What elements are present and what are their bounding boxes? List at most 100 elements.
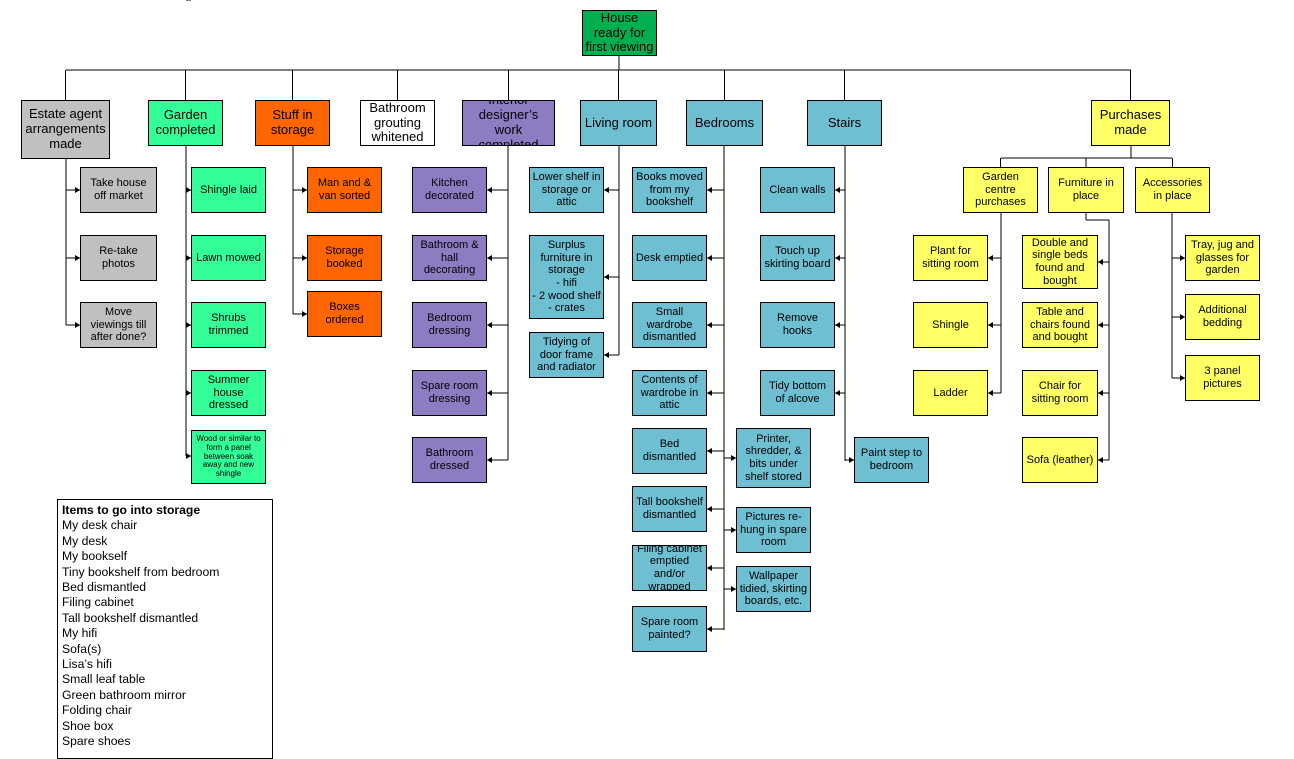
accessories-task: 3 panel pictures <box>1185 355 1260 401</box>
storage-list-item: Small leaf table <box>62 672 146 687</box>
storage-list-item: Tiny bookshelf from bedroom <box>62 564 220 579</box>
storage-list-item: Shoe box <box>62 718 114 733</box>
estate-task: Re-take photos <box>80 235 157 281</box>
branch-estate: Estate agent arrangements made <box>21 100 110 159</box>
bedrooms-task: Spare room painted? <box>632 606 707 652</box>
arrowhead <box>707 322 712 328</box>
garden-task: Summer house dressed <box>191 370 266 416</box>
bedrooms-side-task: Wallpaper tidied, skirting boards, etc. <box>736 566 811 612</box>
arrowhead <box>302 187 307 193</box>
storage-list-item: My hifi <box>62 626 98 641</box>
garden-task: Shingle laid <box>191 167 266 213</box>
arrowhead <box>75 255 80 261</box>
root-node: House ready for first viewing <box>582 10 657 56</box>
arrowhead <box>1180 255 1185 261</box>
arrowhead <box>707 187 712 193</box>
arrowhead <box>707 255 712 261</box>
interior-task: Bathroom dressed <box>412 437 487 483</box>
storage-task: Boxes ordered <box>307 291 382 337</box>
arrowhead <box>707 626 712 632</box>
storage-list-item: Tall bookshelf dismantled <box>62 610 199 625</box>
arrowhead <box>1098 259 1103 265</box>
living-task: Lower shelf in storage or attic <box>529 167 604 213</box>
branch-stairs: Stairs <box>807 100 882 146</box>
arrowhead <box>1180 314 1185 320</box>
garden-task: Wood or similar to form a panel between … <box>191 430 266 484</box>
storage-list-item: Green bathroom mirror <box>62 687 186 702</box>
storage-list-item: Lisa’s hifi <box>62 657 112 672</box>
interior-task: Bedroom dressing <box>412 302 487 348</box>
branch-garden: Garden completed <box>148 100 223 146</box>
storage-task: Storage booked <box>307 235 382 281</box>
purchases-sub-2: Accessories in place <box>1135 167 1210 213</box>
arrowhead <box>487 187 492 193</box>
bedrooms-task: Contents of wardrobe in attic <box>632 370 707 416</box>
furniture-task: Table and chairs found and bought <box>1022 302 1098 348</box>
arrowhead <box>988 322 993 328</box>
branch-bathroom: Bathroom grouting whitened <box>360 100 435 146</box>
bedrooms-task: Bed dismantled <box>632 428 707 474</box>
storage-list-item: My desk <box>62 533 108 548</box>
stairs-side-task: Paint step to bedroom <box>854 437 929 483</box>
storage-list-item: Folding chair <box>62 703 132 718</box>
estate-task: Take house off market <box>80 167 157 213</box>
arrowhead <box>849 457 854 463</box>
arrowhead <box>835 255 840 261</box>
arrowhead <box>302 255 307 261</box>
arrowhead <box>1098 390 1103 396</box>
storage-list-item: Filing cabinet <box>62 595 134 610</box>
furniture-task: Chair for sitting room <box>1022 370 1098 416</box>
arrowhead <box>1098 322 1103 328</box>
bedrooms-task: Filing cabinet emptied and/or wrapped <box>632 545 707 591</box>
arrowhead <box>487 390 492 396</box>
arrowhead <box>1180 375 1185 381</box>
arrowhead <box>988 255 993 261</box>
storage-task: Man and & van sorted <box>307 167 382 213</box>
storage-list-item: Sofa(s) <box>62 641 102 656</box>
arrowhead <box>707 448 712 454</box>
branch-bedrooms: Bedrooms <box>686 100 763 146</box>
arrowhead <box>835 390 840 396</box>
accessories-task: Additional bedding <box>1185 294 1260 340</box>
arrowhead <box>487 457 492 463</box>
arrowhead <box>75 322 80 328</box>
garden-task: Shrubs trimmed <box>191 302 266 348</box>
arrowhead <box>707 390 712 396</box>
stairs-task: Clean walls <box>760 167 835 213</box>
interior-task: Bathroom & hall decorating <box>412 235 487 281</box>
arrowhead <box>487 322 492 328</box>
arrowhead <box>731 455 736 461</box>
furniture-task: Sofa (leather) <box>1022 437 1098 483</box>
bedrooms-task: Desk emptied <box>632 235 707 281</box>
stairs-task: Touch up skirting board <box>760 235 835 281</box>
stairs-task: Remove hooks <box>760 302 835 348</box>
arrowhead <box>604 352 609 358</box>
arrowhead <box>487 255 492 261</box>
storage-list-item: Spare shoes <box>62 734 131 749</box>
storage-list-item: My desk chair <box>62 518 138 533</box>
arrowhead <box>186 255 191 261</box>
interior-task: Kitchen decorated <box>412 167 487 213</box>
bedrooms-task: Books moved from my bookshelf <box>632 167 707 213</box>
arrowhead <box>186 187 191 193</box>
arrowhead <box>75 187 80 193</box>
arrowhead <box>186 453 191 459</box>
purchases-sub-1: Furniture in place <box>1048 167 1124 213</box>
storage-list-item: My bookself <box>62 549 128 564</box>
interior-task: Spare room dressing <box>412 370 487 416</box>
stairs-task: Tidy bottom of alcove <box>760 370 835 416</box>
arrowhead <box>707 565 712 571</box>
arrowhead <box>707 506 712 512</box>
furniture-task: Double and single beds found and bought <box>1022 235 1098 289</box>
estate-task: Move viewings till after done? <box>80 302 157 348</box>
arrowhead <box>186 322 191 328</box>
arrowhead <box>186 390 191 396</box>
garden-centre-task: Ladder <box>913 370 988 416</box>
garden-task: Lawn mowed <box>191 235 266 281</box>
arrowhead <box>835 322 840 328</box>
arrowhead <box>604 274 609 280</box>
arrowhead <box>302 311 307 317</box>
